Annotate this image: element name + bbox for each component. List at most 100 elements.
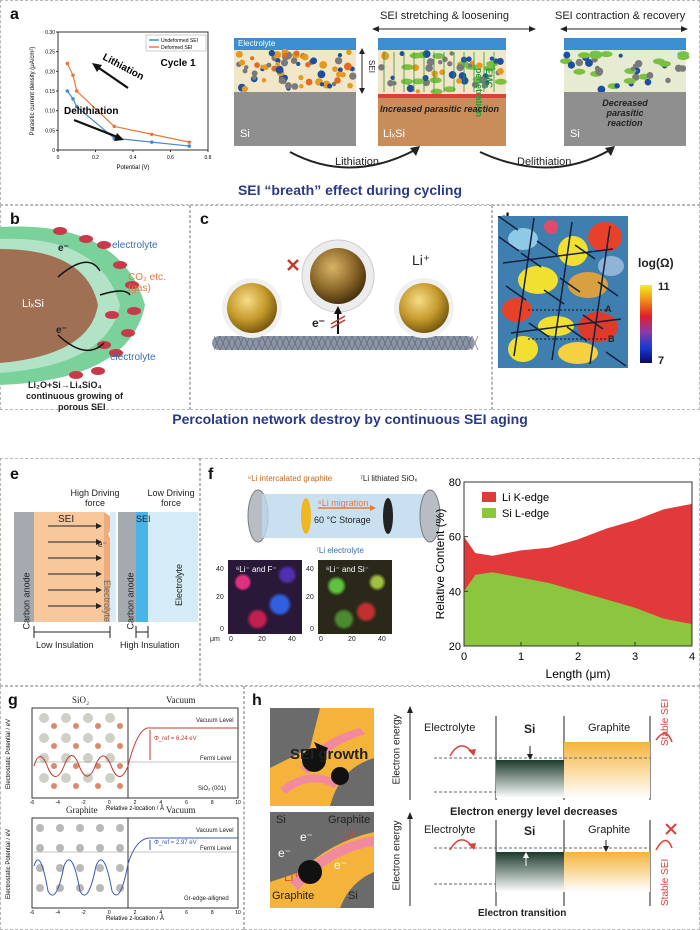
e-electrolyte-2: Electrolyte	[174, 564, 184, 606]
e-low-insulation: Low Insulation	[36, 640, 94, 650]
e-electron: e⁻	[98, 540, 107, 549]
header-stretching: SEI stretching & loosening	[380, 10, 509, 22]
sei-particle	[381, 52, 389, 60]
f-xtick-label: 0	[461, 651, 467, 663]
d-scale-title: log(Ω)	[638, 256, 674, 270]
series-point-0	[187, 144, 191, 148]
graphite-atom	[116, 824, 124, 832]
panel-a-label: a	[10, 6, 19, 24]
panel-f-label: f	[208, 466, 213, 484]
sei-particle	[317, 70, 325, 78]
sei-fragment	[127, 307, 141, 315]
sei-particle	[568, 61, 575, 68]
lixsi-label: LiₓSi	[383, 128, 405, 140]
h-graphite-1: Graphite	[588, 722, 630, 734]
series-point-1	[150, 132, 154, 136]
h-img-graphite-bot: Graphite	[272, 890, 314, 902]
sei-particle	[269, 50, 275, 56]
sei-particle	[262, 78, 267, 83]
g-xtick-bot: 10	[235, 910, 241, 916]
resistance-patch	[598, 256, 624, 276]
sei-particle	[646, 72, 653, 79]
sei-particle	[252, 75, 257, 80]
h-decrease: Electron energy level decreases	[450, 806, 618, 818]
legend-deformed: Deformed SEI	[161, 45, 192, 51]
a-ytick-label: 0.15	[45, 89, 55, 95]
h-img-li-top: Li⁺	[340, 828, 356, 842]
sei-particle	[495, 79, 507, 85]
header-contraction: SEI contraction & recovery	[555, 10, 685, 22]
g-xtick-bot: -2	[81, 910, 86, 916]
sio2-o-atom	[73, 723, 79, 729]
h-electrolyte-1: Electrolyte	[424, 722, 475, 734]
g-tag-1: SiO₂ (001)	[198, 786, 226, 792]
sei-particle	[346, 50, 351, 55]
graphite-atom	[36, 824, 44, 832]
sio2-si-atom	[61, 733, 71, 743]
sio2-si-atom	[39, 733, 49, 743]
f-map-2-label: ⁶Li⁻ and Si⁻	[326, 565, 369, 574]
f-map2-ytick-2: 0	[310, 626, 314, 633]
sei-particle	[447, 61, 452, 66]
a-ytick-label: 0.10	[45, 109, 55, 115]
sei-particle	[675, 65, 682, 72]
sei-particle	[590, 51, 602, 57]
b-electron-2: e⁻	[56, 325, 67, 336]
sei-particle	[276, 66, 284, 74]
sio2-o-atom	[117, 783, 123, 789]
g-xtick-top: -4	[56, 800, 61, 806]
f-xlabel: Length (μm)	[546, 667, 611, 681]
f-map2-xtick-1: 20	[348, 636, 356, 643]
resistance-patch	[588, 222, 622, 252]
e-low-force: Low Driving force	[146, 488, 196, 508]
sei-particle	[306, 79, 313, 86]
resistance-patch	[544, 220, 558, 234]
d-colorbar	[640, 285, 652, 363]
series-point-1	[112, 125, 116, 129]
sio2-si-atom	[39, 753, 49, 763]
d-scale-max: 11	[658, 281, 670, 293]
f-xtick-label: 3	[632, 651, 638, 663]
graphite-atom	[76, 844, 84, 852]
g-ylabel-top: Electrostatic Potential / eV	[6, 719, 12, 789]
a-xtick-label: 0	[57, 155, 60, 161]
g-xtick-top: -6	[30, 800, 35, 806]
g-wf-1: Φ_ref = 6.24 eV	[154, 736, 197, 742]
h-si-2: Si	[524, 824, 535, 838]
sei-particle	[563, 52, 570, 59]
g-tag-2: Gr-edge-alligned	[184, 896, 229, 902]
h-si-1: Si	[524, 722, 535, 736]
g-xtick-bot: -4	[56, 910, 61, 916]
sei-particle	[401, 64, 413, 70]
h-img-e-1: e⁻	[300, 830, 313, 844]
f-map2-ytick-1: 20	[306, 594, 314, 601]
sei-particle	[242, 86, 248, 92]
sei-particle	[600, 51, 612, 57]
graphite-atom	[96, 884, 104, 892]
g-top-right: Vacuum	[166, 695, 196, 705]
b-electrolyte-top: electrolyte	[112, 240, 158, 251]
resistance-patch	[502, 298, 532, 322]
g-xlabel-bot: Relative z-location / Å	[106, 915, 164, 922]
h-stable-1: Stable SEI	[660, 699, 671, 746]
b-electrolyte-bottom: electrolyte	[110, 352, 156, 363]
graphite-atom	[76, 824, 84, 832]
b-co2: CO₂ etc. (gas)	[128, 272, 188, 294]
sei-particle	[332, 66, 338, 72]
f-graphite: ⁶Li intercalated graphite	[248, 474, 332, 483]
b-electron-1: e⁻	[58, 243, 69, 254]
h-graphite-2: Graphite	[588, 824, 630, 836]
chart-a-cycle: Cycle 1	[160, 58, 195, 69]
decreased-label: Decreased parasitic reaction	[590, 98, 660, 128]
sei-particle	[254, 62, 260, 68]
chart-a-delithiation: Delithiation	[64, 106, 118, 117]
sei-particle	[282, 53, 287, 58]
sei-particle	[320, 82, 324, 86]
header-arrows	[370, 24, 690, 34]
sei-particle	[466, 56, 471, 61]
sio2-o-atom	[51, 783, 57, 789]
g-fermi-1: Fermi Level	[200, 756, 231, 762]
sei-particle	[456, 64, 463, 71]
